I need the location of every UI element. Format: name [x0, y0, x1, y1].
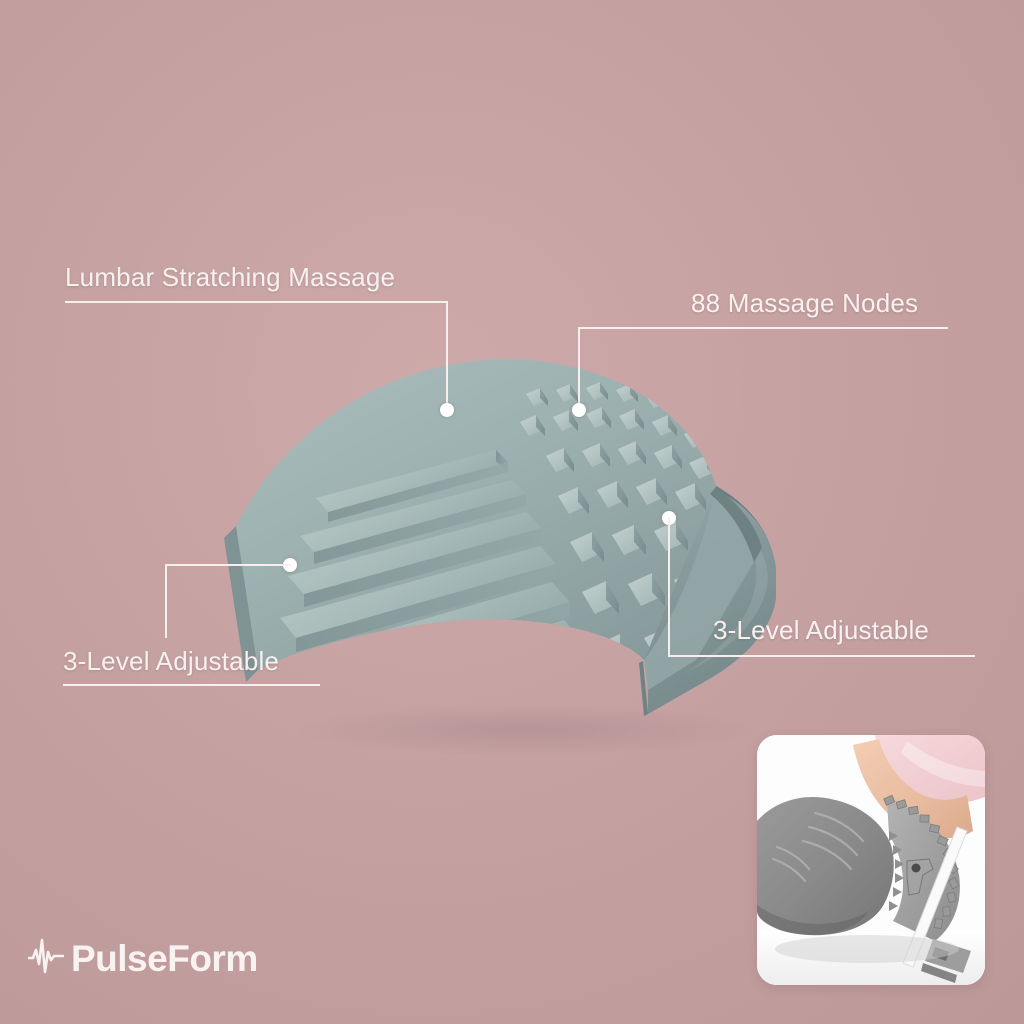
callout-dot-nodes: [572, 403, 586, 417]
pulse-waveform-icon: [27, 936, 65, 981]
callout-leader-nodes: [578, 327, 580, 411]
callout-label-lumbar-stretching-massage: Lumbar Stratching Massage: [65, 262, 396, 292]
callout-label-adjustable-left: 3-Level Adjustable: [63, 646, 280, 676]
callout-dot-adjustable-left: [283, 558, 297, 572]
callout-leader-lumbar: [446, 301, 448, 411]
callout-leader-h-adjustable-left: [165, 564, 290, 566]
brand-name: PulseForm: [71, 938, 258, 979]
callout-label-massage-nodes: 88 Massage Nodes: [691, 288, 919, 318]
callout-underline-adjustable-right: [668, 655, 975, 657]
inset-photo: [757, 735, 985, 985]
callout-underline-lumbar: [65, 301, 448, 303]
callout-label-adjustable-right: 3-Level Adjustable: [713, 615, 930, 645]
callout-dot-lumbar: [440, 403, 454, 417]
callout-underline-adjustable-left: [63, 684, 320, 686]
product-illustration: [196, 330, 816, 760]
brand-logo: PulseForm: [27, 936, 258, 981]
callout-underline-nodes: [578, 327, 948, 329]
callout-leader-v-adjustable-right: [668, 518, 670, 656]
callout-leader-v-adjustable-left: [165, 564, 167, 638]
